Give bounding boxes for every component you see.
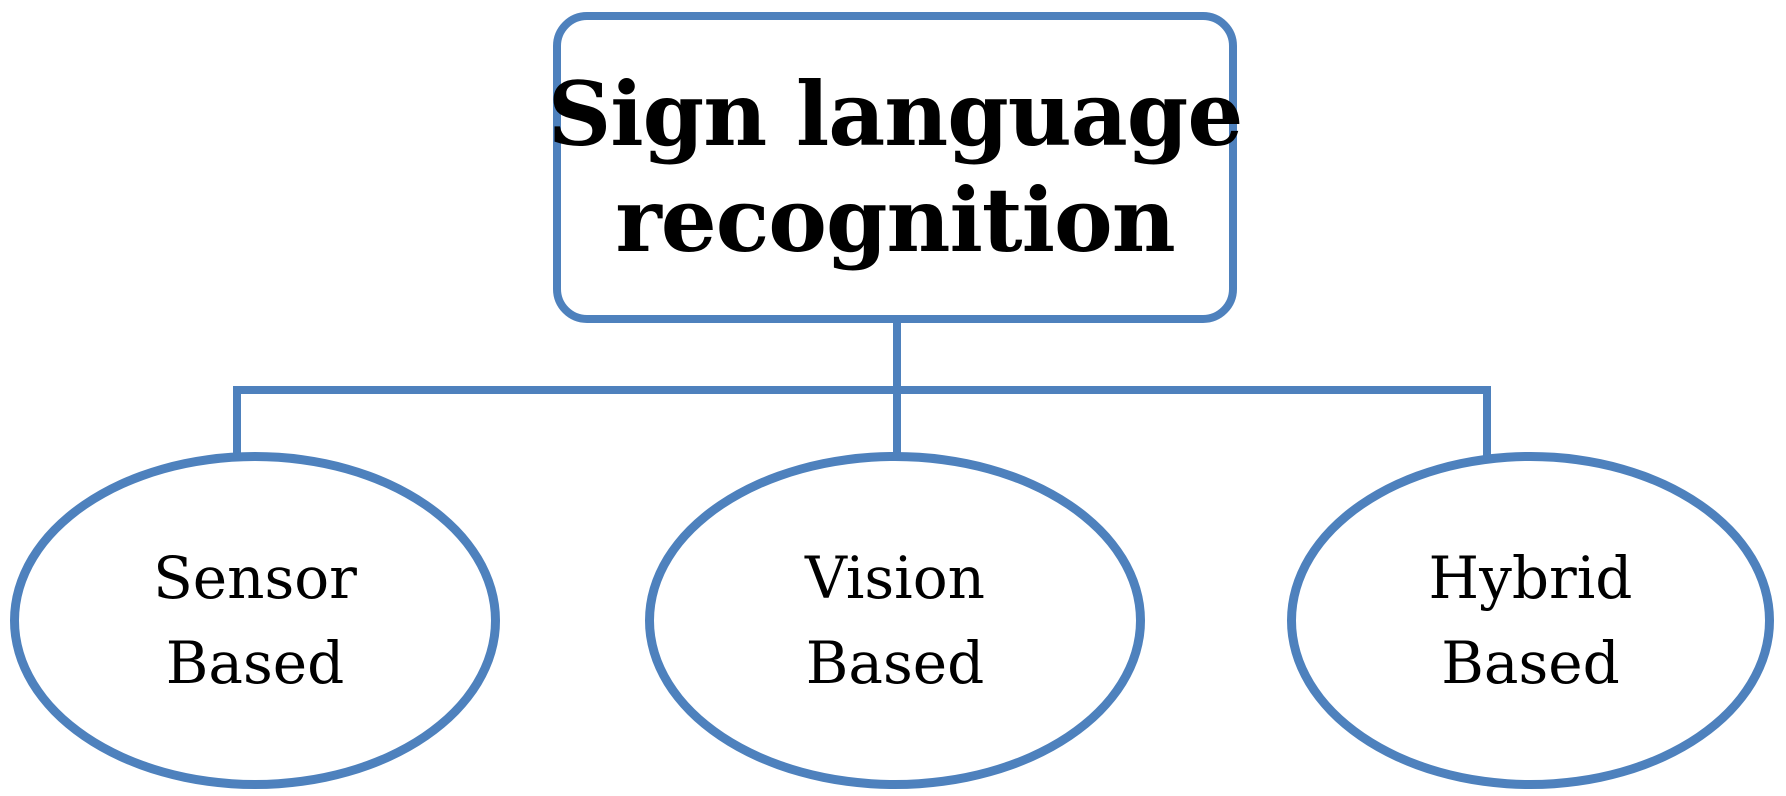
connector-drop-hybrid xyxy=(1483,386,1491,462)
hybrid-based-label-line2: Based xyxy=(1441,628,1620,697)
vision-based-label-line1: Vision xyxy=(804,544,985,613)
node-sensor-based: Sensor Based xyxy=(10,452,500,789)
root-node-label: Sign language recognition xyxy=(547,61,1244,273)
vision-based-label-line2: Based xyxy=(805,628,985,697)
root-node-label-line1: Sign language xyxy=(547,61,1244,166)
sensor-based-label-line1: Sensor xyxy=(153,544,357,613)
sensor-based-label-line2: Based xyxy=(165,628,345,697)
vision-based-label: Vision Based xyxy=(805,536,985,704)
root-node-label-line2: recognition xyxy=(615,167,1175,272)
node-hybrid-based: Hybrid Based xyxy=(1287,452,1774,789)
hybrid-based-label: Hybrid Based xyxy=(1429,536,1633,704)
sensor-based-label: Sensor Based xyxy=(153,536,357,704)
hybrid-based-label-line1: Hybrid xyxy=(1428,544,1633,613)
node-sign-language-recognition: Sign language recognition xyxy=(548,12,1243,323)
connector-drop-sensor xyxy=(233,386,241,462)
connector-horizontal-bar xyxy=(233,386,1491,394)
node-vision-based: Vision Based xyxy=(645,452,1145,789)
